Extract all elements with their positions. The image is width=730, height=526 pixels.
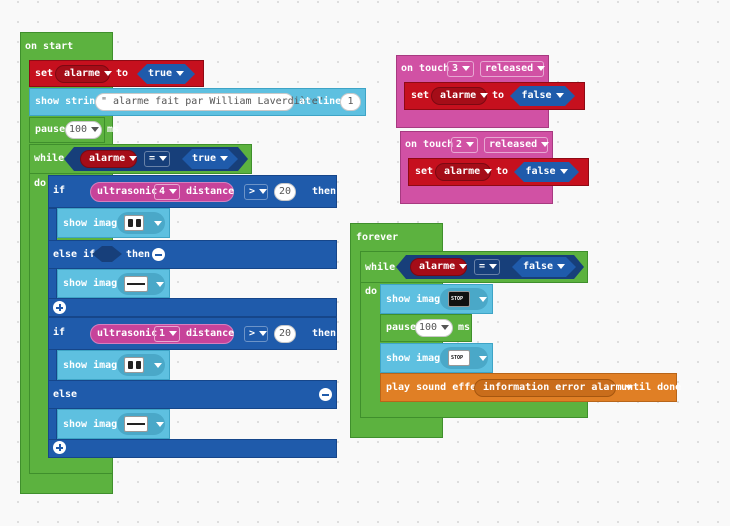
- image-dropdown-caret-2: [156, 282, 164, 287]
- alarme-variable-dropdown-t3[interactable]: alarme: [431, 87, 489, 105]
- forever-show-image-label-2: show image: [386, 353, 447, 364]
- ultrasonic-port-dropdown-1[interactable]: 4: [154, 184, 180, 200]
- alarme-variable-dropdown-t2[interactable]: alarme: [435, 163, 493, 181]
- forever-do-label: do: [365, 286, 378, 297]
- to-label-t3: to: [492, 90, 505, 101]
- remove-else-button[interactable]: [319, 388, 332, 401]
- then-label: then: [312, 186, 337, 197]
- set-label: set: [35, 68, 54, 79]
- forever-while-footer: [360, 402, 588, 418]
- equals-operator-dropdown-fv[interactable]: =: [474, 259, 500, 275]
- greater-than-dropdown-2[interactable]: >: [244, 326, 268, 342]
- to-label-t2: to: [496, 166, 509, 177]
- while-label: while: [34, 153, 65, 164]
- stop-sign-image-2: STOP: [448, 350, 470, 366]
- robot-face-image-1: [124, 215, 144, 231]
- ultrasonic-label-2: ultrasonic: [97, 328, 158, 339]
- touch-pin-dropdown-3[interactable]: 3: [447, 61, 474, 77]
- distance-label: distance: [186, 186, 235, 197]
- then-label-2: then: [312, 328, 337, 339]
- show-image-label-3: show image: [63, 360, 124, 371]
- pause-label: pause: [35, 124, 66, 135]
- until-done-label: until done: [621, 382, 682, 393]
- else-if-label: else if: [53, 249, 96, 260]
- sleeping-face-image-2: [124, 416, 148, 432]
- touch-event-dropdown-3[interactable]: released: [480, 61, 546, 77]
- ultrasonic-sensor-block-2[interactable]: [90, 324, 234, 344]
- on-touch-label-2: on touch: [405, 139, 454, 150]
- else-row[interactable]: [48, 380, 337, 409]
- else-label: else: [53, 389, 78, 400]
- alarme-variable-dropdown-2[interactable]: alarme: [80, 150, 138, 168]
- set-label-t2: set: [415, 166, 434, 177]
- string-input[interactable]: " alarme fait par William Laverdière": [95, 93, 324, 111]
- sleeping-face-image-1: [124, 276, 148, 292]
- alarme-variable-dropdown[interactable]: alarme: [55, 65, 113, 83]
- if-label-2: if: [53, 327, 66, 338]
- forever-label: forever: [356, 232, 399, 243]
- ultrasonic-port-dropdown-2[interactable]: 1: [154, 326, 180, 342]
- at-line-label: at line: [299, 96, 342, 107]
- forever-show-image-label-1: show image: [386, 294, 447, 305]
- show-image-label-2: show image: [63, 278, 124, 289]
- forever-image-caret-2: [479, 356, 487, 361]
- forever-pause-label: pause: [386, 322, 417, 333]
- sound-effect-dropdown[interactable]: information error alarm: [474, 379, 634, 397]
- forever-ms-label: ms: [458, 322, 471, 333]
- show-image-label-4: show image: [63, 419, 124, 430]
- true-value-dropdown-2[interactable]: true: [182, 149, 238, 169]
- else-if-empty-condition[interactable]: [92, 246, 122, 262]
- set-label-t3: set: [411, 90, 430, 101]
- ultrasonic-sensor-block-1[interactable]: [90, 182, 234, 202]
- if-footer-2: [48, 439, 337, 458]
- forever-while-label: while: [365, 262, 396, 273]
- alarme-variable-dropdown-fv[interactable]: alarme: [410, 258, 468, 276]
- pause-duration-dropdown[interactable]: 100: [65, 121, 102, 139]
- on-touch-label: on touch: [401, 63, 450, 74]
- ultrasonic-label: ultrasonic: [97, 186, 158, 197]
- false-value-dropdown-t3[interactable]: false: [510, 86, 575, 106]
- remove-else-if-button[interactable]: [152, 248, 165, 261]
- stop-sign-image-1: STOP: [448, 291, 470, 307]
- while-block-arm: [29, 174, 47, 469]
- true-value-dropdown[interactable]: true: [137, 64, 195, 84]
- image-dropdown-caret-4: [156, 422, 164, 427]
- forever-while-arm: [360, 283, 380, 416]
- if-label: if: [53, 185, 66, 196]
- on-start-label: on start: [25, 41, 74, 52]
- do-label: do: [34, 178, 47, 189]
- show-image-label: show image: [63, 218, 124, 229]
- play-sound-label: play sound effect: [386, 382, 489, 393]
- line-number-input[interactable]: 1: [340, 93, 361, 111]
- forever-image-caret-1: [479, 297, 487, 302]
- forever-pause-duration-dropdown[interactable]: 100: [415, 319, 453, 337]
- threshold-input-1[interactable]: 20: [274, 183, 296, 201]
- equals-operator-dropdown[interactable]: =: [144, 151, 170, 167]
- distance-label-2: distance: [186, 328, 235, 339]
- touch-event-dropdown-2[interactable]: released: [484, 137, 550, 153]
- if-footer-1: [48, 298, 337, 317]
- add-branch-button-2[interactable]: [53, 441, 66, 454]
- image-dropdown-caret-3: [154, 363, 162, 368]
- while-block-footer: [29, 458, 113, 474]
- add-branch-button-1[interactable]: [53, 301, 66, 314]
- ms-label: ms: [107, 124, 120, 135]
- else-if-then-label: then: [126, 249, 151, 260]
- show-string-label: show string: [35, 96, 102, 107]
- robot-face-image-2: [124, 357, 144, 373]
- image-dropdown-caret-1: [154, 221, 162, 226]
- to-label: to: [116, 68, 129, 79]
- false-value-dropdown-t2[interactable]: false: [514, 162, 579, 182]
- greater-than-dropdown-1[interactable]: >: [244, 184, 268, 200]
- touch-pin-dropdown-2[interactable]: 2: [451, 137, 478, 153]
- false-value-dropdown-fv[interactable]: false: [512, 257, 576, 277]
- threshold-input-2[interactable]: 20: [274, 325, 296, 343]
